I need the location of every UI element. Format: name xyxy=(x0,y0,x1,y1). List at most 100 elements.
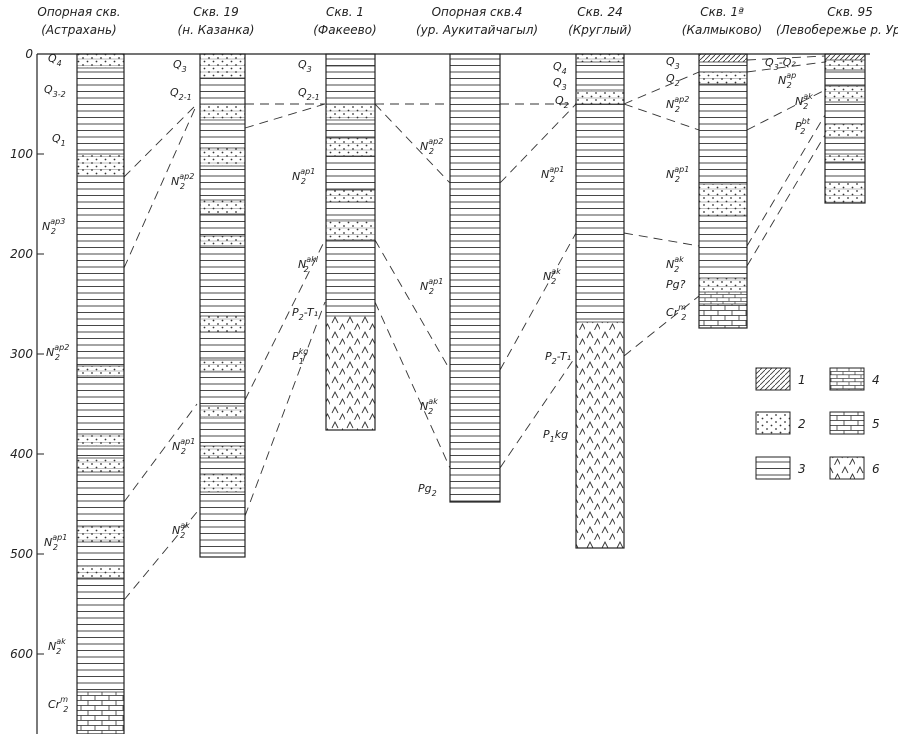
layer-dots xyxy=(77,434,124,446)
layer-lines xyxy=(825,102,865,124)
legend-swatch-bricks xyxy=(829,411,865,435)
layer-lines xyxy=(825,138,865,154)
depth-tick-label: 0 xyxy=(25,47,33,61)
layer-lines xyxy=(77,578,124,692)
layer-dots xyxy=(77,154,124,176)
stratigraphic-label: Q2-1 xyxy=(170,86,192,102)
correlation-line xyxy=(123,103,198,269)
layer-lines xyxy=(77,446,124,458)
borehole-title: Скв. 19 xyxy=(193,5,239,19)
borehole-title: Опорная скв.4 xyxy=(432,5,523,19)
layer-dots xyxy=(326,104,375,120)
depth-tick-label: 200 xyxy=(10,247,33,261)
layer-dots xyxy=(326,220,375,240)
borehole-subtitle: (ур. Аукитайчагыл) xyxy=(416,23,538,37)
borehole-subtitle: (Факеево) xyxy=(313,23,376,37)
layer-dots xyxy=(699,184,747,216)
borehole-columns xyxy=(76,53,866,735)
layer-lines xyxy=(326,54,375,66)
layer-lines xyxy=(699,216,747,278)
layer-dots xyxy=(200,360,245,372)
correlation-line xyxy=(123,511,198,601)
correlation-line xyxy=(746,89,826,131)
stratigraphic-label: Q2-1 xyxy=(298,86,320,102)
borehole-outline xyxy=(824,53,866,204)
layer-carets xyxy=(326,316,375,430)
layer-lines xyxy=(326,66,375,104)
layer-dots xyxy=(77,366,124,376)
correlation-line xyxy=(499,355,577,469)
layer-lines xyxy=(576,104,624,322)
stratigraphic-label: P1kg xyxy=(543,428,568,444)
borehole-subtitle: (Калмыково) xyxy=(682,23,762,37)
layer-dots xyxy=(576,54,624,62)
correlation-lines xyxy=(123,55,826,601)
correlation-line xyxy=(123,403,198,503)
stratigraphic-label: P2-T₁ xyxy=(545,350,571,366)
correlation-line xyxy=(244,239,326,401)
legend-swatch-hatch xyxy=(755,367,791,391)
layer-lines xyxy=(576,62,624,90)
layer-lines xyxy=(200,78,245,104)
correlation-line xyxy=(623,295,700,357)
borehole-headers: Опорная скв.(Астрахань)Скв. 19(н. Казанк… xyxy=(37,5,898,37)
correlation-line xyxy=(746,114,826,247)
layer-dots xyxy=(200,316,245,332)
legend-number: 5 xyxy=(872,417,880,431)
layer-lines xyxy=(825,70,865,86)
layer-lines xyxy=(200,492,245,557)
layer-dots xyxy=(326,138,375,156)
legend-swatch-dots xyxy=(755,411,791,435)
layer-dots xyxy=(699,72,747,84)
correlation-line xyxy=(499,103,577,184)
stratigraphic-label: Pg2 xyxy=(418,482,437,498)
correlation-line xyxy=(746,55,826,61)
legend-item: 6 xyxy=(829,456,880,480)
borehole-outline xyxy=(575,53,625,549)
correlation-line xyxy=(374,301,451,469)
layer-lines xyxy=(77,542,124,566)
correlation-line xyxy=(623,71,700,105)
layer-dots xyxy=(699,278,747,292)
borehole-title: Скв. 95 xyxy=(827,5,873,19)
borehole-column xyxy=(199,53,246,558)
stratigraphic-label: Q4 xyxy=(553,60,567,76)
depth-tick-label: 300 xyxy=(10,347,33,361)
depth-tick-label: 500 xyxy=(10,547,33,561)
depth-tick-label: 400 xyxy=(10,447,33,461)
legend-number: 4 xyxy=(872,373,880,387)
stratigraphic-label: Pg? xyxy=(666,278,686,291)
layer-dots xyxy=(825,154,865,162)
borehole-column xyxy=(325,53,376,431)
stratigraphic-label: Q3 xyxy=(298,58,312,74)
borehole-column xyxy=(76,53,125,735)
layer-dots xyxy=(576,90,624,104)
layer-bricks-thin xyxy=(699,292,747,304)
borehole-subtitle: (Левобережье р. Урал ) xyxy=(776,23,898,37)
layer-bricks xyxy=(699,304,747,328)
layer-dots xyxy=(825,182,865,203)
correlation-line xyxy=(499,232,577,371)
legend-item: 5 xyxy=(829,411,880,435)
stratigraphic-label: Q4 xyxy=(48,52,62,68)
stratigraphic-label: Q1 xyxy=(52,132,66,148)
layer-lines xyxy=(200,458,245,474)
layer-dots xyxy=(825,124,865,138)
layer-dots xyxy=(200,200,245,214)
borehole-outline xyxy=(449,53,501,503)
legend-swatch-carets xyxy=(829,456,865,480)
layer-bricks xyxy=(77,692,124,734)
